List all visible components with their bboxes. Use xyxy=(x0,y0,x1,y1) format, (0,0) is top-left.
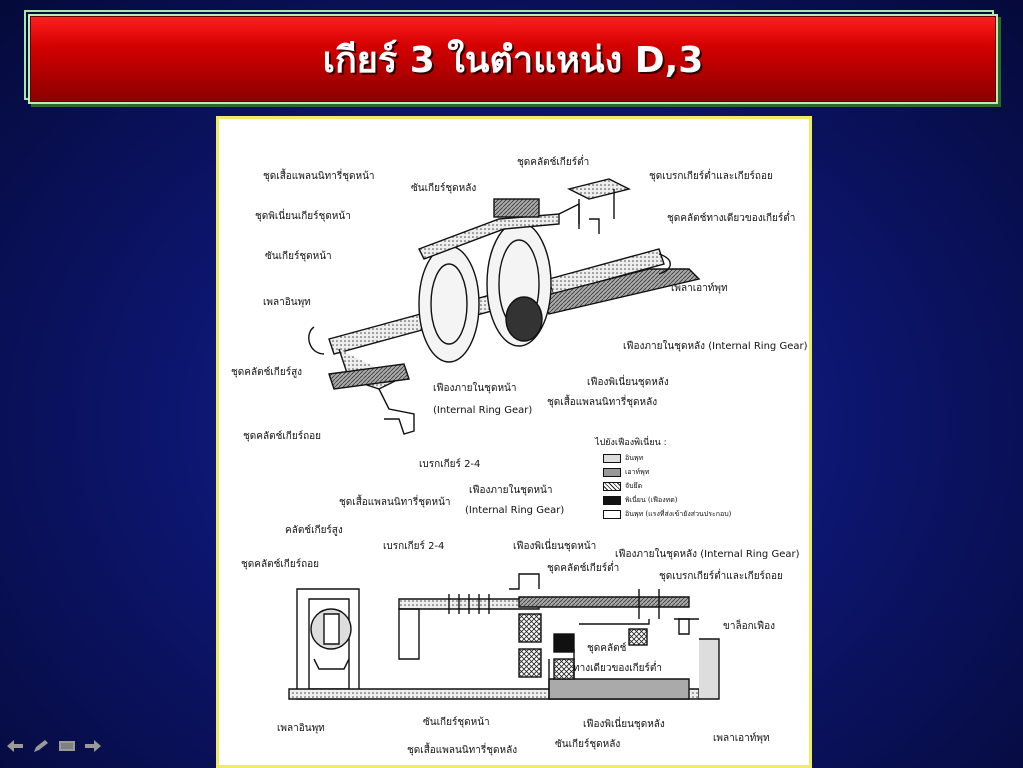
slide-nav xyxy=(6,738,102,757)
bottom-label-input-shaft: เพลาอินพุท xyxy=(277,723,325,734)
label-rear-pinion: เฟืองพิเนี่ยนชุดหลัง xyxy=(587,377,669,388)
slide-title: เกียร์ 3 ในตำแหน่ง D,3 xyxy=(322,39,704,81)
label-front-ring-en: (Internal Ring Gear) xyxy=(433,405,533,416)
bottom-label-rear-pinion: เฟืองพิเนี่ยนชุดหลัง xyxy=(583,719,665,730)
bottom-label-rear-carrier: ชุดเสื้อแพลนนิทารี่ชุดหลัง xyxy=(407,745,518,756)
bottom-label-low-clutch: ชุดคลัตช์เกียร์ต่ำ xyxy=(547,563,620,574)
arrow-right-icon[interactable] xyxy=(84,738,102,757)
legend-title: ไปยังเฟืองพิเนี่ยน : xyxy=(595,438,667,448)
label-input-shaft: เพลาอินพุท xyxy=(263,297,311,308)
label-brake-24: เบรกเกียร์ 2-4 xyxy=(419,459,481,470)
bottom-label-front-ring-en: (Internal Ring Gear) xyxy=(465,505,565,516)
bottom-label-front-carrier: ชุดเสื้อแพลนนิทารี่ชุดหน้า xyxy=(339,497,451,508)
pen-icon[interactable] xyxy=(32,738,50,757)
legend-hold: จับยึด xyxy=(603,481,642,492)
label-rear-carrier: ชุดเสื้อแพลนนิทารี่ชุดหลัง xyxy=(547,397,658,408)
label-rear-ring: เฟืองภายในชุดหลัง (Internal Ring Gear) xyxy=(623,341,808,352)
label-rear-sun: ซันเกียร์ชุดหลัง xyxy=(411,183,477,194)
menu-icon[interactable] xyxy=(58,738,76,757)
label-one-way-clutch: ชุดคลัตช์ทางเดียวของเกียร์ต่ำ xyxy=(667,213,796,224)
bottom-label-front-sun: ซันเกียร์ชุดหน้า xyxy=(423,717,490,728)
label-front-sun: ซันเกียร์ชุดหน้า xyxy=(265,251,332,262)
diagram-drawing xyxy=(288,178,720,700)
label-output-shaft: เพลาเอาท์พุท xyxy=(671,283,728,294)
bottom-label-output-shaft: เพลาเอาท์พุท xyxy=(713,733,770,744)
bottom-label-one-way-a: ชุดคลัตช์ xyxy=(587,643,627,654)
arrow-left-icon[interactable] xyxy=(6,738,24,757)
legend-pinion: พิเนี่ยน (เฟืองทด) xyxy=(603,495,678,506)
bottom-label-stator: ขาล็อกเฟือง xyxy=(723,621,776,632)
label-low-reverse-brake: ชุดเบรกเกียร์ต่ำและเกียร์ถอย xyxy=(649,171,773,182)
bottom-label-brake-24: เบรกเกียร์ 2-4 xyxy=(383,541,445,552)
label-reverse-clutch: ชุดคลัตช์เกียร์ถอย xyxy=(243,431,322,442)
bottom-label-front-ring: เฟืองภายในชุดหน้า xyxy=(469,485,553,496)
bottom-label-low-reverse-brake: ชุดเบรกเกียร์ต่ำและเกียร์ถอย xyxy=(659,571,783,582)
bottom-label-high-clutch: คลัตช์เกียร์สูง xyxy=(285,525,343,536)
label-front-carrier: ชุดเสื้อแพลนนิทารี่ชุดหน้า xyxy=(263,171,375,182)
bottom-label-front-pinion: เฟืองพิเนี่ยนชุดหน้า xyxy=(513,541,597,552)
label-front-pinion: ชุดพิเนี่ยนเกียร์ชุดหน้า xyxy=(255,211,351,222)
legend-output: เอาท์พุท xyxy=(603,467,649,478)
label-high-clutch: ชุดคลัตช์เกียร์สูง xyxy=(231,367,303,378)
legend-input: อินพุท xyxy=(603,453,643,464)
label-low-clutch: ชุดคลัตช์เกียร์ต่ำ xyxy=(517,157,590,168)
bottom-label-rear-ring: เฟืองภายในชุดหลัง (Internal Ring Gear) xyxy=(615,549,800,560)
bottom-label-rear-sun: ซันเกียร์ชุดหลัง xyxy=(555,739,621,750)
bottom-label-one-way-b: ทางเดียวของเกียร์ต่ำ xyxy=(573,663,663,674)
bottom-label-reverse-clutch: ชุดคลัตช์เกียร์ถอย xyxy=(241,559,320,570)
transmission-diagram: ชุดเสื้อแพลนนิทารี่ชุดหน้า ชุดพิเนี่ยนเก… xyxy=(216,116,812,768)
legend-input-force: อินพุท (แรงที่ส่งเข้ายังส่วนประกอบ) xyxy=(603,509,731,520)
label-front-ring: เฟืองภายในชุดหน้า xyxy=(433,383,517,394)
slide-title-bar: เกียร์ 3 ในตำแหน่ง D,3 xyxy=(24,10,998,104)
